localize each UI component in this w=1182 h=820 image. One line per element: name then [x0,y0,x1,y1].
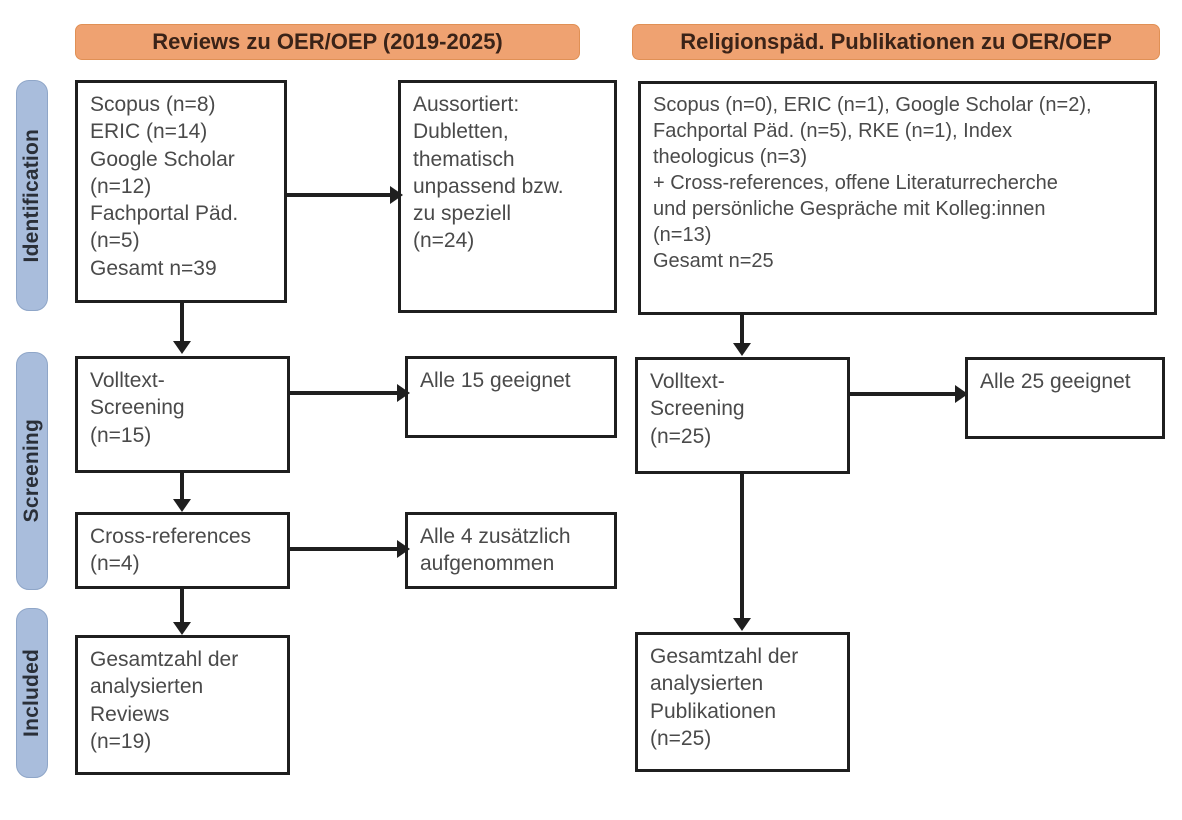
connector-right-screening-to-included [740,474,744,620]
box-left-fulltext-screening: Volltext- Screening (n=15) [75,356,290,473]
box-left-cross-references: Cross-references (n=4) [75,512,290,589]
stage-label-identification: Identification [20,128,43,263]
box-left-included-total: Gesamtzahl der analysierten Reviews (n=1… [75,635,290,775]
connector-left-sources-to-excluded [287,193,401,197]
stage-label-screening: Screening [20,419,43,523]
arrowhead-right-sources-to-screening [733,343,751,356]
arrowhead-left-crossrefs-to-included [173,622,191,635]
connector-left-crossrefs-to-included [180,589,184,624]
connector-right-sources-to-screening [740,315,744,345]
connector-left-crossrefs-to-result [290,547,408,551]
connector-right-screening-to-result [850,392,958,396]
arrowhead-left-crossrefs-to-result [397,540,410,558]
column-header-reviews: Reviews zu OER/OEP (2019-2025) [75,24,580,60]
box-right-identification-sources: Scopus (n=0), ERIC (n=1), Google Scholar… [638,81,1157,315]
arrowhead-left-screening-to-result [397,384,410,402]
stage-pill-identification: Identification [16,80,48,311]
arrowhead-right-screening-to-result [955,385,968,403]
arrowhead-left-screening-to-crossrefs [173,499,191,512]
box-left-fulltext-result: Alle 15 geeignet [405,356,617,438]
arrowhead-left-sources-to-excluded [390,186,403,204]
connector-left-screening-to-result [290,391,408,395]
stage-pill-screening: Screening [16,352,48,590]
box-right-fulltext-result: Alle 25 geeignet [965,357,1165,439]
stage-label-included: Included [20,649,43,737]
box-right-fulltext-screening: Volltext- Screening (n=25) [635,357,850,474]
connector-left-sources-to-screening [180,303,184,343]
box-right-included-total: Gesamtzahl der analysierten Publikatione… [635,632,850,772]
connector-left-screening-to-crossrefs [180,473,184,501]
arrowhead-right-screening-to-included [733,618,751,631]
column-header-religionspaed: Religionspäd. Publikationen zu OER/OEP [632,24,1160,60]
box-left-cross-references-result: Alle 4 zusätzlich aufgenommen [405,512,617,589]
box-left-identification-sources: Scopus (n=8) ERIC (n=14) Google Scholar … [75,80,287,303]
arrowhead-left-sources-to-screening [173,341,191,354]
stage-pill-included: Included [16,608,48,778]
box-left-excluded: Aussortiert: Dubletten, thematisch unpas… [398,80,617,313]
